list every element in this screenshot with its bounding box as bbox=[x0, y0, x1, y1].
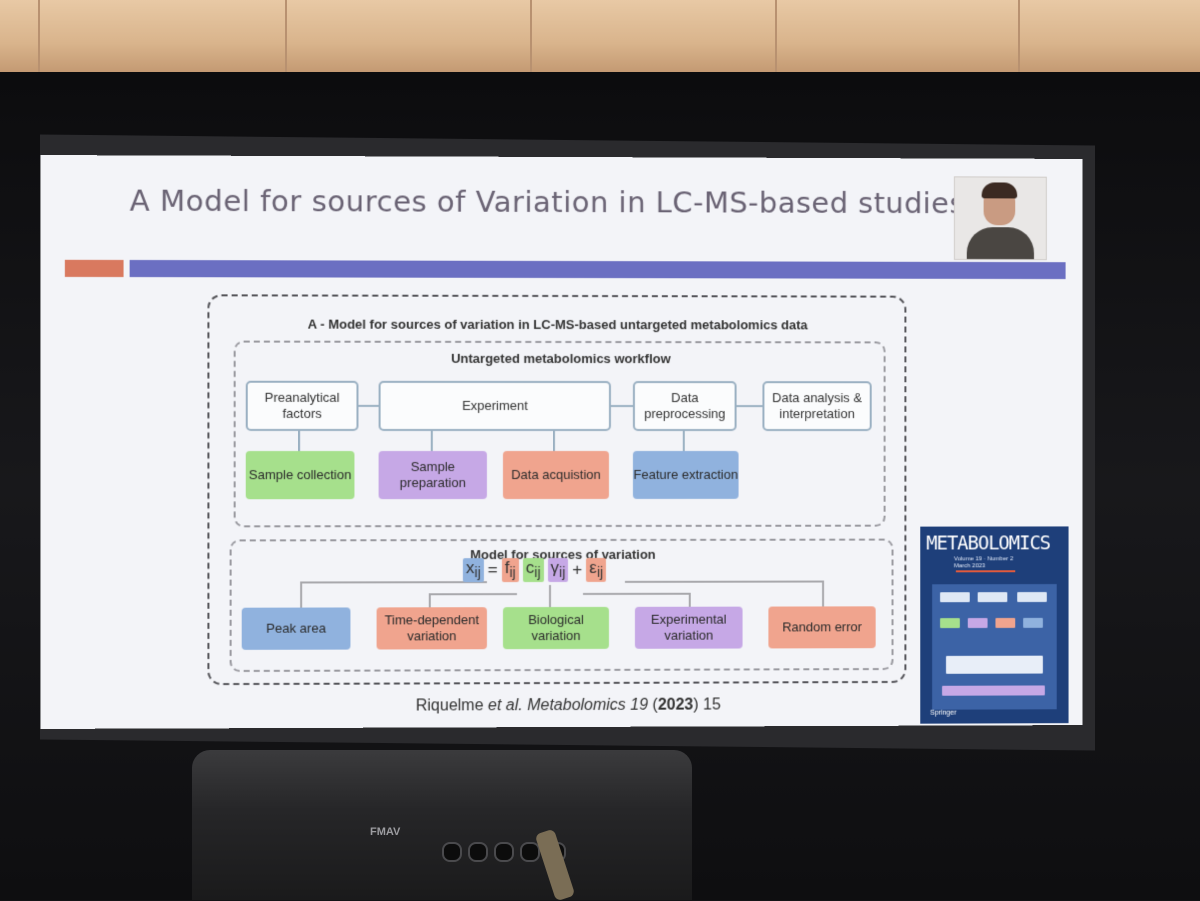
ceiling-seam bbox=[775, 0, 777, 72]
projector: FMAV bbox=[192, 750, 692, 900]
formula-equals: = bbox=[487, 560, 498, 580]
stage-label: Experiment bbox=[462, 397, 528, 413]
cover-figure-box bbox=[942, 685, 1045, 696]
speaker-body bbox=[966, 227, 1034, 260]
step-label: Sample collection bbox=[248, 467, 352, 483]
step-label: Feature extraction bbox=[633, 466, 738, 482]
stage-label: Data preprocessing bbox=[644, 390, 726, 422]
presentation-slide: A Model for sources of Variation in LC-M… bbox=[40, 155, 1083, 729]
citation: Riquelme et al. Metabolomics 19 (2023) 1… bbox=[415, 696, 721, 715]
cover-figure-box bbox=[1023, 617, 1043, 628]
term-time-dependent-variation: Time-dependent variation bbox=[376, 607, 487, 650]
cover-figure-box bbox=[940, 592, 970, 603]
connector-line bbox=[298, 428, 301, 452]
connector-line bbox=[553, 428, 556, 452]
title-underline-bar bbox=[129, 259, 1066, 280]
connector-line bbox=[682, 429, 685, 451]
slide-title: A Model for sources of Variation in LC-M… bbox=[129, 183, 965, 221]
cover-figure bbox=[932, 584, 1057, 710]
cover-figure-box bbox=[946, 655, 1043, 674]
figure-panel: A - Model for sources of variation in LC… bbox=[207, 294, 907, 686]
workflow-panel: Untargeted metabolomics workflow Preanal… bbox=[233, 340, 886, 528]
connector-line bbox=[734, 405, 763, 408]
workflow-title: Untargeted metabolomics workflow bbox=[451, 350, 671, 367]
term-label: Biological variation bbox=[528, 611, 584, 644]
journal-volume: Volume 19 · Number 2 March 2023 bbox=[953, 556, 1014, 570]
formula-connector bbox=[688, 592, 691, 607]
term-biological-variation: Biological variation bbox=[502, 606, 609, 650]
variation-formula: xij = fij cij γij + εij bbox=[462, 558, 607, 582]
cover-figure-box bbox=[977, 592, 1008, 603]
step-feature-extraction: Feature extraction bbox=[632, 450, 739, 499]
connector-line bbox=[608, 405, 633, 408]
step-data-acquisition: Data acquistion bbox=[502, 450, 609, 500]
formula-connector bbox=[300, 581, 487, 584]
step-label: Data acquistion bbox=[511, 466, 601, 483]
ceiling-seam bbox=[530, 0, 532, 72]
formula-connector bbox=[300, 581, 303, 608]
cover-figure-box bbox=[967, 618, 988, 629]
ceiling-seam bbox=[38, 0, 40, 72]
term-label: Peak area bbox=[266, 620, 326, 636]
stage-label: Data analysis & interpretation bbox=[772, 390, 862, 422]
cover-figure-box bbox=[940, 618, 960, 629]
stage-data-preprocessing: Data preprocessing bbox=[632, 381, 737, 432]
connector-line bbox=[356, 404, 381, 407]
speaker-hair bbox=[981, 182, 1018, 199]
title-accent-bar bbox=[64, 259, 124, 278]
formula-connector bbox=[428, 593, 517, 596]
ceiling-seam bbox=[1018, 0, 1020, 72]
step-sample-collection: Sample collection bbox=[245, 451, 355, 500]
formula-x: xij bbox=[462, 558, 484, 582]
cover-figure-box bbox=[1017, 592, 1047, 603]
step-sample-preparation: Sample preparation bbox=[378, 451, 487, 500]
projector-port bbox=[468, 842, 488, 862]
formula-connector bbox=[822, 580, 825, 607]
projector-brand: FMAV bbox=[370, 826, 401, 838]
projector-port bbox=[494, 842, 514, 862]
ceiling bbox=[0, 0, 1200, 72]
term-experimental-variation: Experimental variation bbox=[634, 606, 743, 649]
formula-connector bbox=[549, 585, 552, 608]
connector-line bbox=[430, 428, 433, 452]
journal-title: METABOLOMICS bbox=[926, 532, 1051, 555]
term-random-error: Random error bbox=[768, 606, 876, 649]
term-label: Experimental variation bbox=[650, 611, 727, 643]
speaker-video bbox=[953, 176, 1047, 261]
stage-experiment: Experiment bbox=[378, 380, 611, 432]
formula-connector bbox=[624, 580, 825, 583]
formula-connector bbox=[582, 592, 691, 595]
formula-f: fij bbox=[501, 558, 519, 582]
stage-data-analysis: Data analysis & interpretation bbox=[762, 381, 872, 432]
term-label: Random error bbox=[782, 619, 862, 635]
step-label: Sample preparation bbox=[399, 459, 466, 491]
cover-accent-bar bbox=[955, 570, 1016, 573]
figure-title: A - Model for sources of variation in LC… bbox=[307, 316, 808, 333]
formula-epsilon: εij bbox=[586, 558, 607, 582]
formula-gamma: γij bbox=[547, 558, 569, 582]
term-peak-area: Peak area bbox=[241, 607, 351, 650]
stage-preanalytical: Preanalytical factors bbox=[245, 380, 359, 431]
formula-connector bbox=[428, 593, 431, 608]
term-label: Time-dependent variation bbox=[384, 612, 480, 644]
cover-figure-box bbox=[995, 617, 1016, 628]
projector-port bbox=[520, 842, 540, 862]
publisher-logo: Springer bbox=[930, 709, 957, 717]
journal-cover: METABOLOMICS Volume 19 · Number 2 March … bbox=[920, 526, 1069, 724]
ceiling-seam bbox=[285, 0, 287, 72]
formula-c: cij bbox=[522, 558, 544, 582]
stage-label: Preanalytical factors bbox=[264, 389, 340, 421]
projector-port bbox=[442, 842, 462, 862]
formula-plus: + bbox=[572, 559, 583, 579]
